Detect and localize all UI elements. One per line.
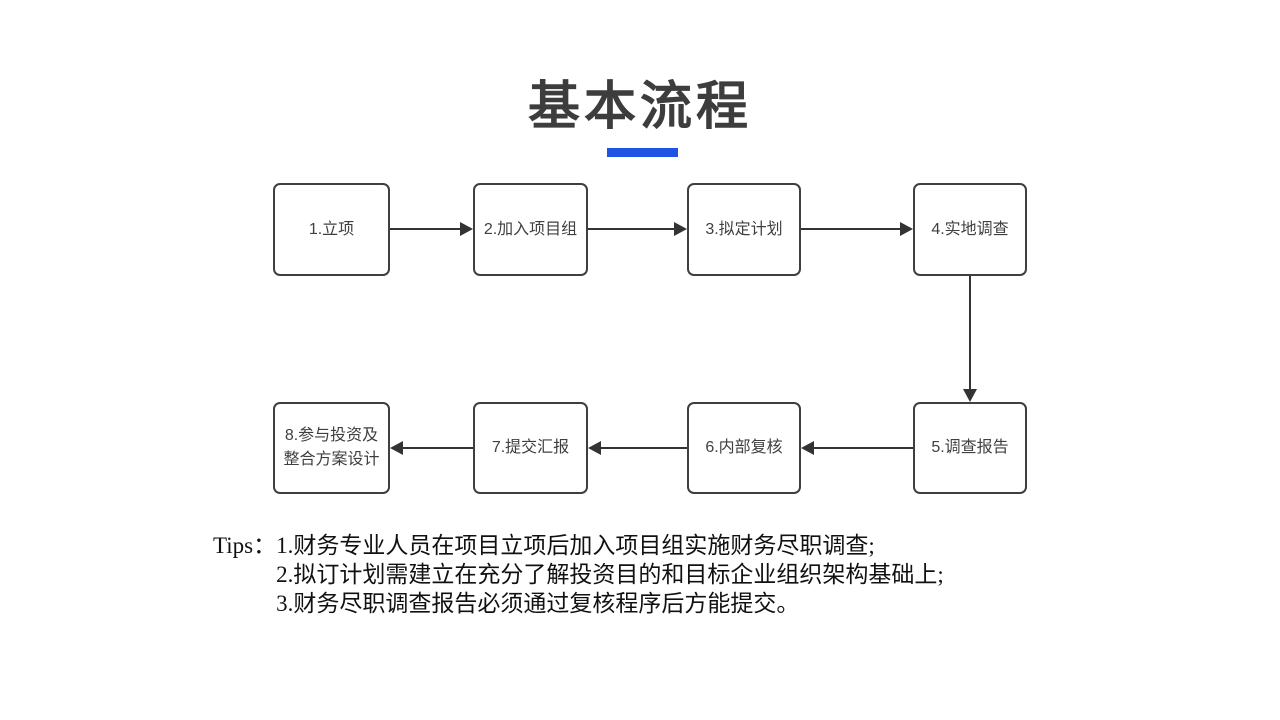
flow-step-3: 3.拟定计划 [687,183,801,276]
arrow-step4-to-step5-icon [963,276,977,402]
page-title: 基本流程 [527,78,752,136]
flow-step-4-label: 4.实地调查 [931,220,1009,238]
arrow-step1-to-step2-icon [390,222,473,236]
arrow-step3-to-step4-icon [801,222,913,236]
flow-step-2-label: 2.加入项目组 [483,220,578,238]
tips-item-1: 1.财务专业人员在项目立项后加入项目组实施财务尽职调查; [276,533,875,558]
flow-step-5-label: 5.调查报告 [931,439,1009,456]
flow-step-7: 7.提交汇报 [473,402,588,494]
flow-step-8: 8.参与投资及 整合方案设计 [273,402,390,494]
flow-step-1-label: 1.立项 [308,220,355,238]
flow-step-6: 6.内部复核 [687,402,801,494]
tips-section: Tips： 1.财务专业人员在项目立项后加入项目组实施财务尽职调查; 2.拟订计… [213,531,944,618]
flow-step-2: 2.加入项目组 [473,183,588,276]
flow-step-5: 5.调查报告 [913,402,1027,494]
flow-step-8-label: 8.参与投资及 整合方案设计 [283,427,380,468]
flow-step-4: 4.实地调查 [913,183,1027,276]
tips-item-3: 3.财务尽职调查报告必须通过复核程序后方能提交。 [276,591,800,616]
arrow-step6-to-step7-icon [588,441,687,455]
arrow-step2-to-step3-icon [588,222,687,236]
title-underline [607,148,678,157]
tips-prefix: Tips： [213,533,277,558]
flow-step-3-label: 3.拟定计划 [705,220,783,238]
arrow-step7-to-step8-icon [390,441,473,455]
arrow-step5-to-step6-icon [801,441,913,455]
tips-item-2: 2.拟订计划需建立在充分了解投资目的和目标企业组织架构基础上; [276,562,944,587]
tips-list: 1.财务专业人员在项目立项后加入项目组实施财务尽职调查; 2.拟订计划需建立在充… [276,531,944,618]
flow-step-6-label: 6.内部复核 [705,439,783,456]
flow-step-1: 1.立项 [273,183,390,276]
flow-step-7-label: 7.提交汇报 [491,439,570,456]
